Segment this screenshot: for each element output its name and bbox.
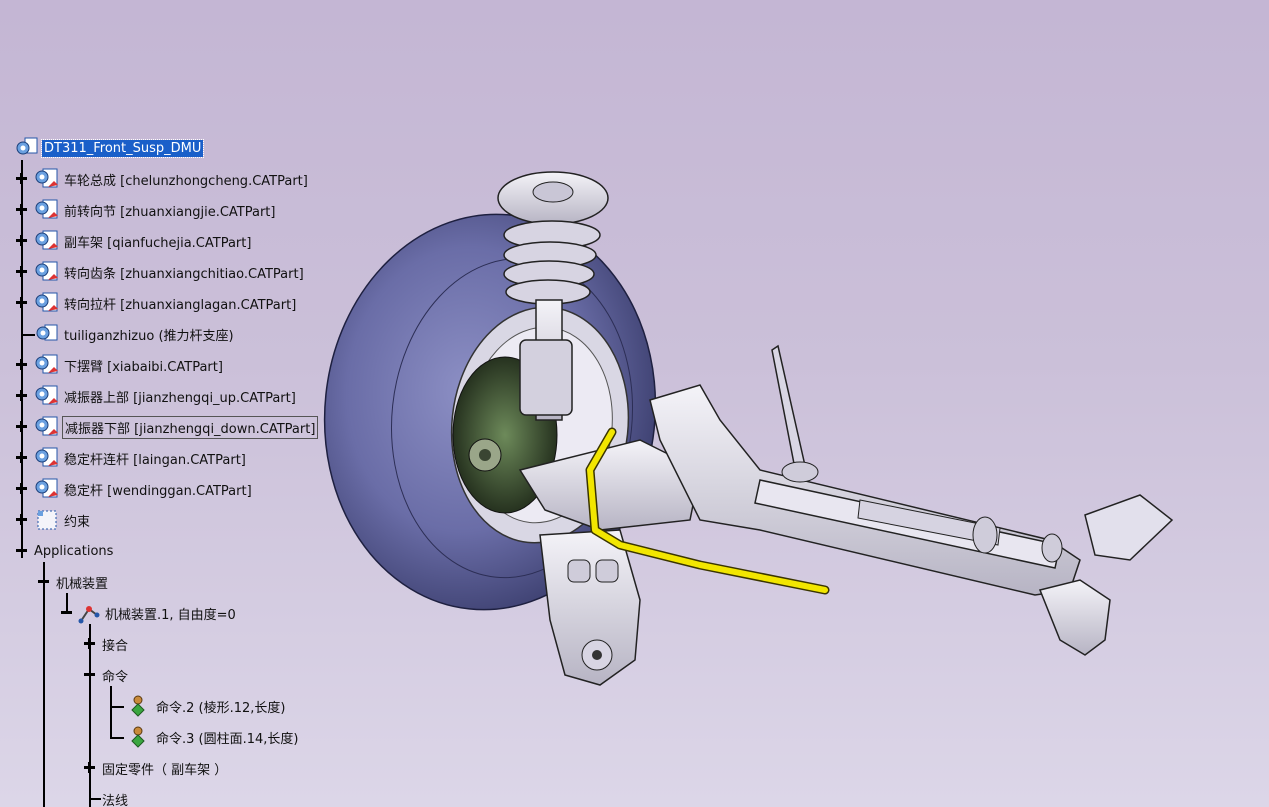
tree-connector	[89, 624, 91, 807]
part-icon	[35, 478, 58, 498]
expand-icon[interactable]	[84, 638, 95, 649]
tree-item-label: 减振器下部 [jianzhengqi_down.CATPart]	[62, 415, 319, 439]
mechanism-icon	[78, 606, 100, 624]
part-icon	[35, 230, 58, 250]
tree-item-part[interactable]: 前转向节 [zhuanxiangjie.CATPart]	[16, 198, 277, 222]
expand-icon[interactable]	[16, 173, 27, 184]
part-icon	[35, 447, 58, 467]
tree-item-part[interactable]: 减振器下部 [jianzhengqi_down.CATPart]	[16, 415, 319, 439]
tree-item-label: 命令.2 (棱形.12,长度)	[156, 700, 286, 716]
tree-item-label: tuiliganzhizuo (推力杆支座)	[64, 328, 234, 344]
tree-item-label: 副车架 [qianfuchejia.CATPart]	[64, 235, 252, 251]
tree-connector	[110, 706, 124, 708]
tree-item-label: 命令	[102, 669, 129, 685]
tree-connector	[21, 334, 35, 336]
part-icon	[35, 199, 58, 219]
tree-item-label: 命令.3 (圆柱面.14,长度)	[156, 731, 299, 747]
part-icon	[35, 261, 58, 281]
tree-item-label: Applications	[34, 543, 114, 559]
expand-icon[interactable]	[16, 421, 27, 432]
expand-icon[interactable]	[16, 297, 27, 308]
tree-connector	[110, 737, 124, 739]
collapse-icon[interactable]	[38, 576, 49, 587]
tree-item-command[interactable]: 命令.3 (圆柱面.14,长度)	[126, 725, 301, 749]
component-icon	[36, 324, 58, 341]
stabilizer-bar	[585, 427, 830, 595]
tree-item-label: 机械装置	[56, 576, 109, 592]
tree-item-label: 前转向节 [zhuanxiangjie.CATPart]	[64, 204, 276, 220]
expand-icon[interactable]	[16, 235, 27, 246]
tree-item-component[interactable]: tuiliganzhizuo (推力杆支座)	[16, 322, 236, 346]
tree-item-laws[interactable]: 法线	[84, 787, 130, 807]
command-icon	[131, 726, 145, 748]
expand-icon[interactable]	[16, 359, 27, 370]
tree-item-fixed-part[interactable]: 固定零件（ 副车架 ）	[84, 756, 229, 780]
lower-control-arm	[518, 439, 701, 686]
product-icon	[16, 137, 38, 155]
tree-item-label: 减振器上部 [jianzhengqi_up.CATPart]	[64, 390, 296, 406]
collapse-icon[interactable]	[16, 545, 27, 556]
strut-assembly	[497, 171, 609, 421]
command-icon	[131, 695, 145, 717]
tree-item-label: 车轮总成 [chelunzhongcheng.CATPart]	[64, 173, 308, 189]
tree-root-label[interactable]: DT311_Front_Susp_DMU	[40, 138, 205, 158]
part-icon	[35, 168, 58, 188]
tree-item-part[interactable]: 稳定杆 [wendinggan.CATPart]	[16, 477, 254, 501]
part-icon	[35, 385, 58, 405]
tree-item-part[interactable]: 副车架 [qianfuchejia.CATPart]	[16, 229, 253, 253]
collapse-icon[interactable]	[61, 607, 72, 618]
tree-item-commands[interactable]: 命令	[84, 663, 130, 687]
tree-item-applications[interactable]: Applications	[16, 539, 115, 563]
tree-item-command[interactable]: 命令.2 (棱形.12,长度)	[126, 694, 288, 718]
tree-connector	[89, 798, 101, 800]
tree-item-label: 转向拉杆 [zhuanxianglagan.CATPart]	[64, 297, 297, 313]
tree-item-label: 约束	[64, 514, 91, 530]
tree-item-label: 转向齿条 [zhuanxiangchitiao.CATPart]	[64, 266, 304, 282]
tree-item-label: 接合	[102, 638, 129, 654]
part-icon	[35, 292, 58, 312]
subframe	[649, 344, 1174, 656]
tree-item-part[interactable]: 转向齿条 [zhuanxiangchitiao.CATPart]	[16, 260, 306, 284]
tree-connector	[110, 686, 112, 738]
tree-item-label: 稳定杆 [wendinggan.CATPart]	[64, 483, 252, 499]
part-icon	[35, 354, 58, 374]
part-icon	[35, 416, 58, 436]
tree-item-label: 固定零件（ 副车架 ）	[102, 762, 228, 778]
tree-item-label: 法线	[102, 793, 129, 807]
expand-icon[interactable]	[16, 483, 27, 494]
constraints-icon	[37, 510, 57, 530]
tree-item-part[interactable]: 稳定杆连杆 [laingan.CATPart]	[16, 446, 248, 470]
tree-item-part[interactable]: 下摆臂 [xiabaibi.CATPart]	[16, 353, 225, 377]
tree-item-part[interactable]: 车轮总成 [chelunzhongcheng.CATPart]	[16, 167, 310, 191]
expand-icon[interactable]	[16, 390, 27, 401]
tree-item-label: 机械装置.1, 自由度=0	[105, 607, 236, 623]
tree-item-mechanism[interactable]: 机械装置.1, 自由度=0	[61, 601, 238, 625]
expand-icon[interactable]	[16, 452, 27, 463]
expand-icon[interactable]	[16, 204, 27, 215]
tree-connector	[43, 562, 45, 807]
tree-root[interactable]: DT311_Front_Susp_DMU	[14, 136, 205, 160]
tree-connector	[66, 593, 68, 613]
tree-item-joints[interactable]: 接合	[84, 632, 130, 656]
expand-icon[interactable]	[16, 266, 27, 277]
tree-item-label: 稳定杆连杆 [laingan.CATPart]	[64, 452, 246, 468]
tree-item-part[interactable]: 转向拉杆 [zhuanxianglagan.CATPart]	[16, 291, 298, 315]
tree-item-part[interactable]: 减振器上部 [jianzhengqi_up.CATPart]	[16, 384, 298, 408]
tree-item-constraints[interactable]: 约束	[16, 508, 92, 532]
expand-icon[interactable]	[84, 762, 95, 773]
tree-item-mechanisms[interactable]: 机械装置	[38, 570, 110, 594]
tree-item-label: 下摆臂 [xiabaibi.CATPart]	[64, 359, 223, 375]
expand-icon[interactable]	[16, 514, 27, 525]
collapse-icon[interactable]	[84, 669, 95, 680]
